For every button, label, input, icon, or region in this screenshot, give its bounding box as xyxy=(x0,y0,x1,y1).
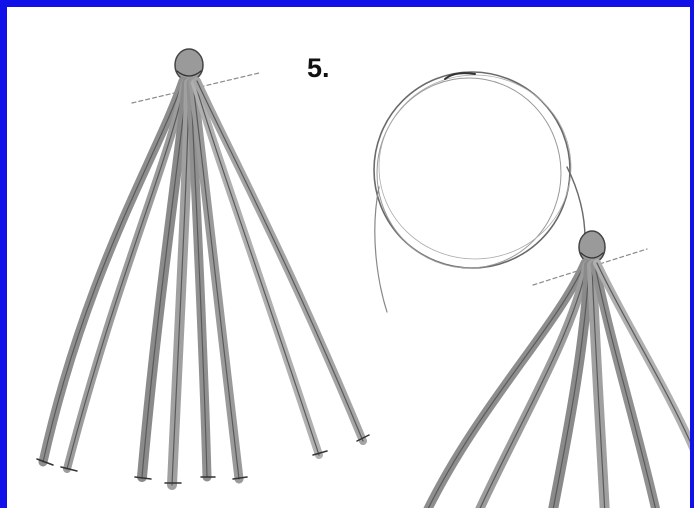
wire-loop xyxy=(374,72,585,312)
right-tassel xyxy=(425,231,694,508)
tassel-illustration xyxy=(7,7,694,508)
left-tassel xyxy=(37,49,369,485)
